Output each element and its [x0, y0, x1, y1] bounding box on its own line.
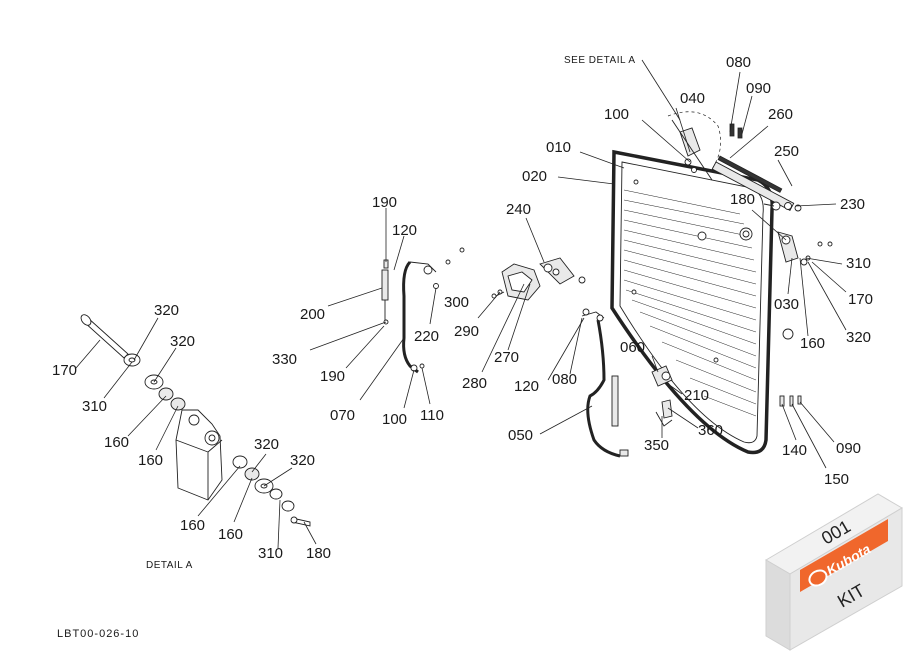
callout-290: 290 — [454, 323, 479, 340]
hinge-bracket-assembly — [739, 203, 833, 340]
callout-360: 360 — [698, 422, 723, 439]
callout-020: 020 — [522, 168, 547, 185]
callout-080-top: 080 — [726, 54, 751, 71]
detail-a-label: DETAIL A — [146, 560, 193, 571]
callout-180-right: 180 — [730, 191, 755, 208]
callout-090-bottom: 090 — [836, 440, 861, 457]
leader-lines — [75, 59, 847, 549]
callout-310-a2: 310 — [258, 545, 283, 562]
callout-310-a1: 310 — [82, 398, 107, 415]
kit-box: 001 Kubota KIT — [765, 493, 903, 651]
callout-240: 240 — [506, 201, 531, 218]
callout-050: 050 — [508, 427, 533, 444]
callout-280: 280 — [462, 375, 487, 392]
callout-210: 210 — [684, 387, 709, 404]
kubota-logo-icon — [808, 569, 828, 587]
callout-270: 270 — [494, 349, 519, 366]
callout-320-right: 320 — [846, 329, 871, 346]
callout-200: 200 — [300, 306, 325, 323]
latch-parts — [651, 365, 673, 427]
callout-labels: SEE DETAIL A 080 040 090 100 260 250 010… — [52, 54, 873, 571]
callout-090-top: 090 — [746, 80, 771, 97]
callout-010: 010 — [546, 139, 571, 156]
callout-150: 150 — [824, 471, 849, 488]
callout-320-a2: 320 — [170, 333, 195, 350]
detail-a-assembly — [80, 314, 311, 527]
callout-320-a3: 320 — [254, 436, 279, 453]
callout-250: 250 — [774, 143, 799, 160]
callout-220: 220 — [414, 328, 439, 345]
callout-190-bottom: 190 — [320, 368, 345, 385]
callout-160-right: 160 — [800, 335, 825, 352]
callout-180-left: 180 — [306, 545, 331, 562]
callout-170-right: 170 — [848, 291, 873, 308]
callout-170-left: 170 — [52, 362, 77, 379]
callout-140: 140 — [782, 442, 807, 459]
callout-070: 070 — [330, 407, 355, 424]
bolt-set-lower-right — [779, 395, 802, 407]
callout-100-mid: 100 — [382, 411, 407, 428]
callout-080-mid: 080 — [552, 371, 577, 388]
handle-assembly — [581, 308, 629, 458]
callout-230: 230 — [840, 196, 865, 213]
callout-040: 040 — [680, 90, 705, 107]
callout-160-a3: 160 — [180, 517, 205, 534]
callout-350: 350 — [644, 437, 669, 454]
callout-030: 030 — [774, 296, 799, 313]
callout-330: 330 — [272, 351, 297, 368]
callout-100-top: 100 — [604, 106, 629, 123]
callout-320-a1: 320 — [154, 302, 179, 319]
document-code: LBT00-026-10 — [57, 628, 140, 640]
callout-160-a4: 160 — [218, 526, 243, 543]
callout-160-a2: 160 — [138, 452, 163, 469]
center-hinge-bracket — [491, 257, 586, 301]
callout-260: 260 — [768, 106, 793, 123]
wiper-arm-assembly — [671, 119, 802, 212]
see-detail-a-label: SEE DETAIL A — [564, 55, 636, 66]
callout-190-top: 190 — [372, 194, 397, 211]
callout-110: 110 — [420, 407, 444, 424]
callout-320-a4: 320 — [290, 452, 315, 469]
callout-120-mid: 120 — [514, 378, 539, 395]
callout-120-top: 120 — [392, 222, 417, 239]
glass-panel — [623, 179, 757, 417]
callout-060: 060 — [620, 339, 645, 356]
callout-300: 300 — [444, 294, 469, 311]
callout-310-right: 310 — [846, 255, 871, 272]
callout-160-a1: 160 — [104, 434, 129, 451]
